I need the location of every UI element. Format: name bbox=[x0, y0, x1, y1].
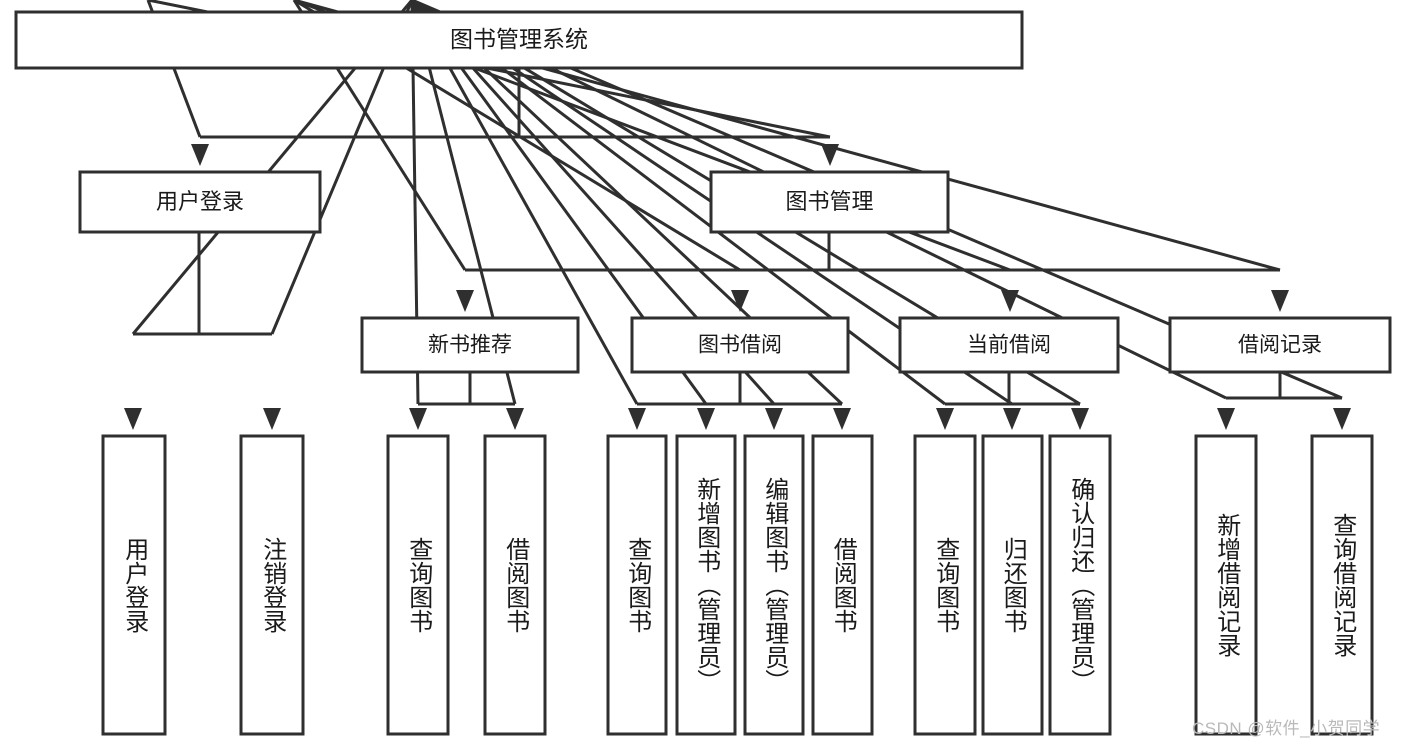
node-leaf-logout[interactable] bbox=[239, 434, 305, 736]
connector-book-borrow-arm-3-arrowhead bbox=[833, 408, 851, 430]
node-leaf-add-borrow-record[interactable] bbox=[1194, 434, 1258, 736]
node-box-leaf-query-book-recommend bbox=[386, 434, 450, 736]
connector-book-mgmt-arm-3-arrowhead bbox=[1271, 290, 1289, 312]
connector-new-book-recommend-arm-1-arrowhead bbox=[506, 408, 524, 430]
connector-book-borrow-arm-0-arrowhead bbox=[628, 408, 646, 430]
node-box-user-login bbox=[78, 170, 322, 234]
node-borrow-record[interactable]: 借阅记录 bbox=[1168, 316, 1392, 374]
connector-book-mgmt-arm-1-arrowhead bbox=[731, 290, 749, 312]
node-box-leaf-logout bbox=[239, 434, 305, 736]
node-box-leaf-query-book-borrow bbox=[606, 434, 668, 736]
node-leaf-query-book-current[interactable] bbox=[913, 434, 977, 736]
node-box-leaf-confirm-return bbox=[1048, 434, 1112, 736]
node-box-leaf-query-book-current bbox=[913, 434, 977, 736]
node-box-leaf-query-borrow-record bbox=[1310, 434, 1374, 736]
connector-current-borrow-arm-2-arrowhead bbox=[1071, 408, 1089, 430]
connector-user-login-arm-0-arrowhead bbox=[124, 408, 142, 430]
node-box-leaf-user-login bbox=[101, 434, 167, 736]
node-current-borrow[interactable]: 当前借阅 bbox=[898, 316, 1120, 374]
node-leaf-borrow-book[interactable] bbox=[811, 434, 874, 736]
node-box-new-book-recommend bbox=[360, 316, 580, 374]
node-label-borrow-record: 借阅记录 bbox=[1238, 334, 1322, 357]
node-label-new-book-recommend: 新书推荐 bbox=[428, 334, 512, 357]
node-leaf-user-login[interactable] bbox=[101, 434, 167, 736]
connector-book-borrow-arm-2-arrowhead bbox=[765, 408, 783, 430]
node-label-book-management: 图书管理 bbox=[785, 189, 873, 214]
connector-user-login-arm-1-arrowhead bbox=[263, 408, 281, 430]
node-box-borrow-record bbox=[1168, 316, 1392, 374]
connector-borrow-record-arm-1-arrowhead bbox=[1333, 408, 1351, 430]
node-leaf-return-book[interactable] bbox=[981, 434, 1044, 736]
node-box-leaf-edit-book bbox=[743, 434, 805, 736]
node-box-leaf-return-book bbox=[981, 434, 1044, 736]
node-label-book-borrow: 图书借阅 bbox=[698, 334, 782, 357]
node-root[interactable]: 图书管理系统 bbox=[14, 10, 1024, 70]
node-leaf-query-borrow-record[interactable] bbox=[1310, 434, 1374, 736]
node-book-management[interactable]: 图书管理 bbox=[709, 170, 950, 234]
connector-current-borrow-arm-1-arrowhead bbox=[1003, 408, 1021, 430]
node-box-book-management bbox=[709, 170, 950, 234]
node-box-root bbox=[14, 10, 1024, 70]
connector-book-mgmt-arm-0-arrowhead bbox=[456, 290, 474, 312]
node-box-book-borrow bbox=[630, 316, 850, 374]
node-label-root: 图书管理系统 bbox=[450, 26, 588, 52]
connector-new-book-recommend-arm-0-arrowhead bbox=[409, 408, 427, 430]
node-leaf-add-book[interactable] bbox=[675, 434, 737, 736]
node-label-user-login: 用户登录 bbox=[156, 189, 244, 214]
node-leaf-confirm-return[interactable] bbox=[1048, 434, 1112, 736]
node-new-book-recommend[interactable]: 新书推荐 bbox=[360, 316, 580, 374]
node-box-leaf-add-book bbox=[675, 434, 737, 736]
node-box-leaf-add-borrow-record bbox=[1194, 434, 1258, 736]
connector-root-arm-0-arrowhead bbox=[191, 144, 209, 166]
node-leaf-edit-book[interactable] bbox=[743, 434, 805, 736]
node-leaf-query-book-recommend[interactable] bbox=[386, 434, 450, 736]
node-leaf-borrow-book-recommend[interactable] bbox=[483, 434, 547, 736]
connector-book-borrow-arm-1-arrowhead bbox=[697, 408, 715, 430]
node-label-current-borrow: 当前借阅 bbox=[967, 334, 1051, 357]
node-leaf-query-book-borrow[interactable] bbox=[606, 434, 668, 736]
node-box-current-borrow bbox=[898, 316, 1120, 374]
connector-borrow-record-arm-0-arrowhead bbox=[1217, 408, 1235, 430]
node-box-leaf-borrow-book-recommend bbox=[483, 434, 547, 736]
node-user-login[interactable]: 用户登录 bbox=[78, 170, 322, 234]
connector-current-borrow-arm-0-arrowhead bbox=[936, 408, 954, 430]
node-box-leaf-borrow-book bbox=[811, 434, 874, 736]
node-book-borrow[interactable]: 图书借阅 bbox=[630, 316, 850, 374]
